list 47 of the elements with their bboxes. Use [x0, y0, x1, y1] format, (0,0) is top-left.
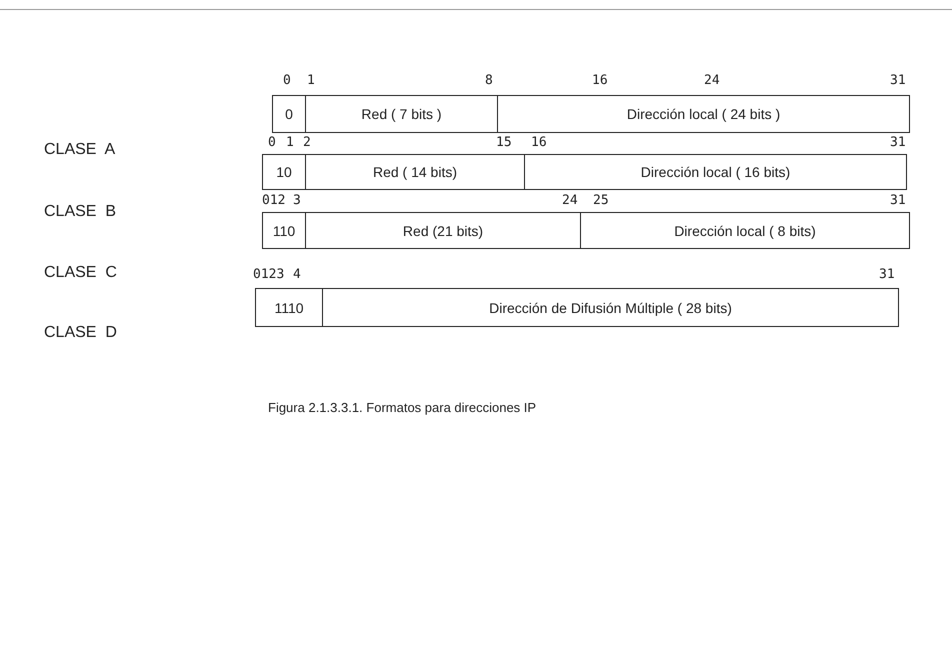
class-label: CLASE C: [44, 264, 117, 282]
bit-number: 24: [704, 74, 720, 88]
field-label: 1110: [274, 300, 304, 316]
field-label: Red ( 7 bits ): [361, 106, 442, 122]
bit-field: [322, 288, 899, 327]
class-label: CLASE B: [44, 203, 116, 221]
class-label: CLASE D: [44, 324, 117, 342]
bit-field: [305, 212, 581, 249]
bit-number: 4: [293, 268, 301, 282]
bit-number: 1: [286, 136, 294, 150]
bit-field: [272, 95, 306, 133]
field-label: Dirección local ( 24 bits ): [626, 106, 780, 122]
bit-number: 16: [531, 136, 547, 150]
figure-caption: Figura 2.1.3.3.1. Formatos para direcciones IP: [268, 400, 536, 415]
field-label: 110: [272, 222, 296, 238]
bit-number: 25: [593, 194, 609, 208]
class-label: CLASE A: [44, 141, 116, 159]
bit-field: [580, 212, 910, 249]
field-label: Dirección de Difusión Múltiple ( 28 bits): [489, 300, 732, 316]
field-label: 10: [276, 164, 292, 180]
bit-field: [255, 288, 323, 327]
bit-number: 0: [283, 74, 291, 88]
field-label: Red ( 14 bits): [372, 164, 458, 180]
field-label: Dirección local ( 8 bits): [674, 222, 816, 238]
bit-number: 8: [485, 74, 493, 88]
bit-number: 2: [303, 136, 311, 150]
bit-number: 31: [890, 74, 906, 88]
bit-number: 012: [262, 194, 286, 208]
bit-field: [305, 95, 498, 133]
bit-field: [497, 95, 910, 133]
bit-field: [524, 154, 907, 190]
bit-number: 24: [562, 194, 578, 208]
field-label: Dirección local ( 16 bits): [640, 164, 790, 180]
bit-number: 0123: [253, 268, 284, 282]
bit-field: [305, 154, 525, 190]
bit-number: 16: [592, 74, 608, 88]
bit-field: [262, 212, 306, 249]
field-label: Red (21 bits): [402, 222, 484, 238]
bit-number: 31: [890, 136, 906, 150]
bit-number: 3: [293, 194, 301, 208]
bit-number: 31: [890, 194, 906, 208]
bit-field: [262, 154, 306, 190]
bit-number: 1: [307, 74, 315, 88]
bit-number: 31: [879, 268, 895, 282]
bit-number: 0: [268, 136, 276, 150]
bit-number: 15: [496, 136, 512, 150]
field-label: 0: [285, 106, 293, 122]
